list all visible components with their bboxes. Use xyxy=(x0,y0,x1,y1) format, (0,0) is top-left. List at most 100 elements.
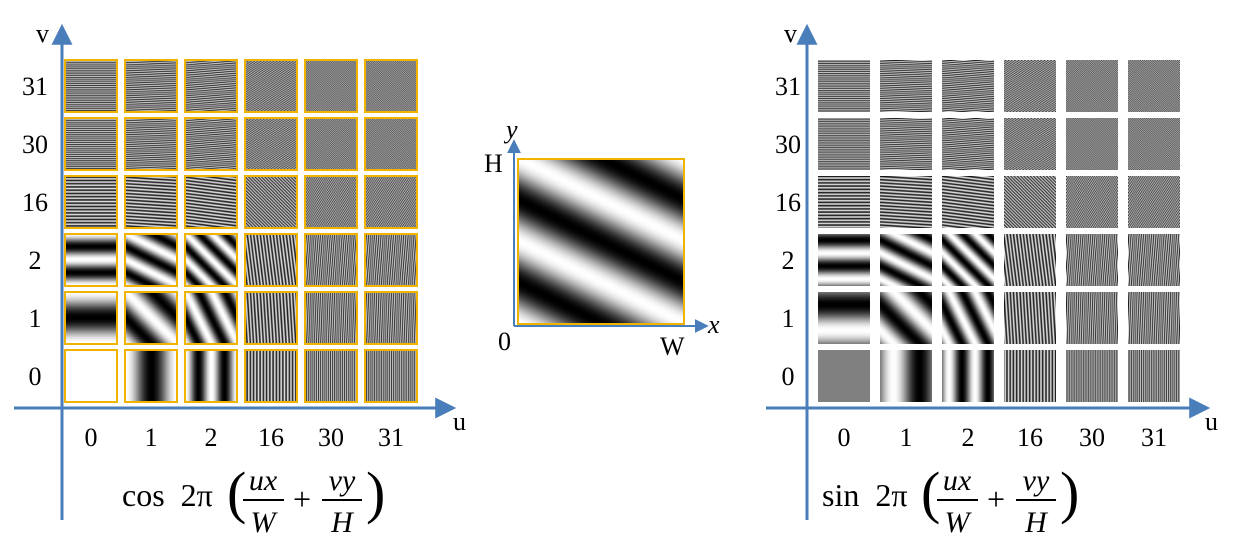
cos-tile-u2-v30 xyxy=(185,118,237,170)
sin-formula-num1: ux xyxy=(943,464,972,497)
cos-v-tick: 2 xyxy=(29,246,42,275)
cos-formula-num2: vy xyxy=(329,464,356,497)
cos-tile-u0-v30 xyxy=(65,118,117,170)
sin-formula-rparen: ) xyxy=(1060,460,1079,525)
cos-tile-border xyxy=(184,175,238,229)
sin-tile-u0-v0 xyxy=(818,350,870,402)
example-basis-image xyxy=(517,158,685,325)
sin-tile-u31-v16 xyxy=(1128,176,1180,228)
sin-v-tick: 31 xyxy=(775,72,801,101)
sin-v-tick: 0 xyxy=(782,362,795,391)
cos-u-tick: 30 xyxy=(318,423,344,452)
cos-tile-border xyxy=(364,59,418,113)
cos-tile-u31-v0 xyxy=(365,350,417,402)
cos-tile-border xyxy=(184,233,238,287)
sin-tile-u2-v1 xyxy=(942,292,994,344)
cos-tile-border xyxy=(244,233,298,287)
cos-tile-border xyxy=(124,59,178,113)
cos-tile-u0-v31 xyxy=(65,60,117,112)
cos-tile-u2-v16 xyxy=(185,176,237,228)
cos-tile-border xyxy=(364,291,418,345)
center-x-label: x xyxy=(707,310,720,339)
sin-tile-u16-v31 xyxy=(1004,60,1056,112)
sin-tile-u1-v1 xyxy=(880,292,932,344)
cos-tile-border xyxy=(244,349,298,403)
sin-tile-u30-v2 xyxy=(1066,234,1118,286)
cos-tile-u16-v1 xyxy=(245,292,297,344)
sin-tile-u16-v1 xyxy=(1004,292,1056,344)
cos-u-tick: 1 xyxy=(145,423,158,452)
center-panel: y x H 0 W xyxy=(484,115,720,361)
cos-tile-border xyxy=(64,349,118,403)
cos-tile-border xyxy=(244,117,298,171)
sin-tile-u1-v31 xyxy=(880,60,932,112)
sin-tile-u1-v2 xyxy=(880,234,932,286)
center-height-label: H xyxy=(484,149,503,178)
cos-tile-u31-v30 xyxy=(365,118,417,170)
sin-formula-lparen: ( xyxy=(921,460,940,525)
cos-tile-border xyxy=(304,175,358,229)
sin-formula: sin 2π xyxy=(822,477,908,513)
cos-tile-border xyxy=(64,117,118,171)
cos-v-tick: 16 xyxy=(22,188,48,217)
sin-tile-u0-v1 xyxy=(818,292,870,344)
cos-formula-plus: + xyxy=(293,481,311,517)
cos-u-tick: 0 xyxy=(85,423,98,452)
cos-tile-border xyxy=(184,117,238,171)
cos-tile-u31-v16 xyxy=(365,176,417,228)
sin-tile-u2-v30 xyxy=(942,118,994,170)
cos-tile-grid xyxy=(64,59,418,403)
cos-tile-border xyxy=(244,59,298,113)
sin-tile-u31-v31 xyxy=(1128,60,1180,112)
cos-tile-u1-v31 xyxy=(125,60,177,112)
cos-tile-u16-v30 xyxy=(245,118,297,170)
cos-u-tick: 31 xyxy=(378,423,404,452)
cos-tile-u2-v1 xyxy=(185,292,237,344)
cos-tile-border xyxy=(124,117,178,171)
sin-v-tick: 16 xyxy=(775,188,801,217)
example-tile-border xyxy=(517,158,685,325)
cos-tile-border xyxy=(244,175,298,229)
cos-tile-u2-v0 xyxy=(185,350,237,402)
cos-tile-border xyxy=(364,117,418,171)
sin-u-tick: 16 xyxy=(1017,423,1043,452)
sin-v-tick: 1 xyxy=(782,304,795,333)
sin-tile-u30-v0 xyxy=(1066,350,1118,402)
cos-tile-border xyxy=(184,59,238,113)
sin-tile-u30-v16 xyxy=(1066,176,1118,228)
cos-tile-u2-v2 xyxy=(185,234,237,286)
cos-tile-u16-v31 xyxy=(245,60,297,112)
cos-v-tick: 0 xyxy=(29,362,42,391)
sin-tile-u0-v16 xyxy=(818,176,870,228)
sin-tile-u30-v1 xyxy=(1066,292,1118,344)
sin-formula-factor: 2π xyxy=(875,477,907,513)
sin-tile-u2-v16 xyxy=(942,176,994,228)
sin-u-tick: 30 xyxy=(1079,423,1105,452)
cos-tile-u30-v31 xyxy=(305,60,357,112)
cos-tile-u30-v2 xyxy=(305,234,357,286)
cos-tile-border xyxy=(244,291,298,345)
cos-tile-border xyxy=(304,117,358,171)
sin-tile-u2-v31 xyxy=(942,60,994,112)
sin-tile-grid xyxy=(818,60,1180,402)
cos-formula-fraction: ( ux W + vy H ) xyxy=(227,460,385,539)
cos-v-axis-label: v xyxy=(36,19,49,48)
cos-tile-border xyxy=(364,175,418,229)
cos-formula-den2: H xyxy=(330,506,355,539)
cos-tile-u30-v16 xyxy=(305,176,357,228)
cos-tile-u16-v0 xyxy=(245,350,297,402)
cos-tile-border xyxy=(64,233,118,287)
sin-formula-num2: vy xyxy=(1023,464,1050,497)
sin-tile-u30-v31 xyxy=(1066,60,1118,112)
sin-tile-u2-v2 xyxy=(942,234,994,286)
cos-tile-u31-v1 xyxy=(365,292,417,344)
sin-u-axis-label: u xyxy=(1205,407,1218,436)
cos-tile-border xyxy=(304,291,358,345)
sin-tile-u31-v1 xyxy=(1128,292,1180,344)
cos-u-tick: 2 xyxy=(205,423,218,452)
sin-formula-plus: + xyxy=(987,481,1005,517)
